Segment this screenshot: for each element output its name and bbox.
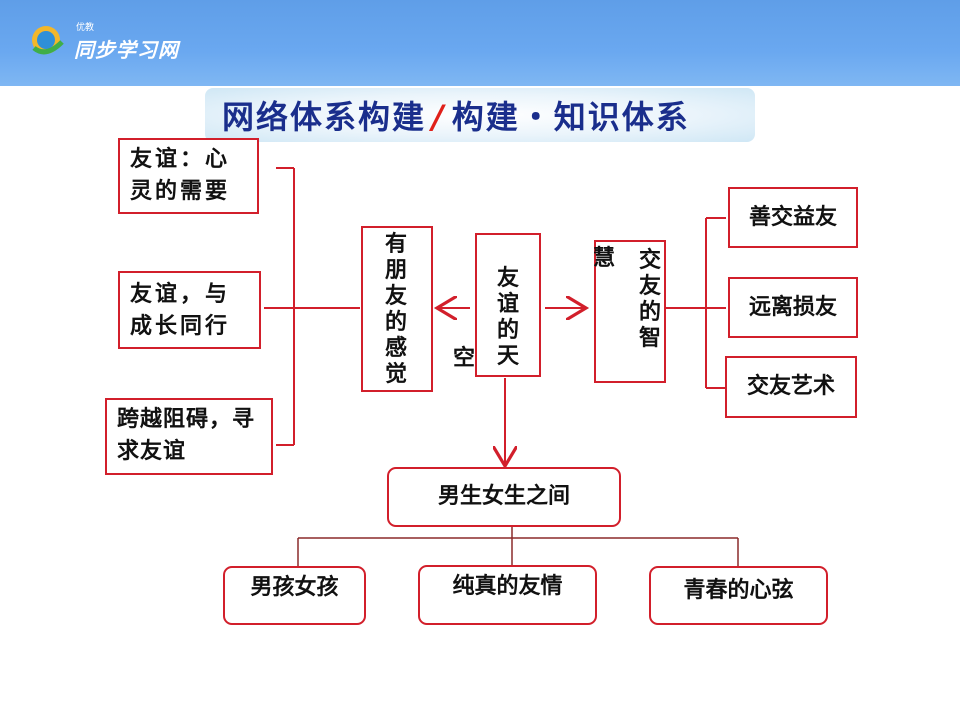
center-middle-extra: 空 (452, 346, 475, 371)
right-box-3: 交友艺术 (725, 356, 857, 418)
page-title: 网络体系构建/构建・知识体系 (222, 92, 690, 138)
right-box-2-label: 远离损友 (748, 295, 837, 320)
center-right-extra: 慧 (592, 246, 615, 271)
center-middle-text: 友谊的天 (496, 266, 519, 369)
right-box-3-label: 交友艺术 (746, 374, 835, 399)
right-box-2: 远离损友 (728, 277, 858, 338)
bottom-child-1-label: 男孩女孩 (250, 575, 339, 600)
center-middle-box (475, 233, 541, 377)
left-box-1: 友谊：心灵的需要 (118, 138, 259, 214)
title-band (205, 88, 755, 142)
bottom-main-label: 男生女生之间 (437, 484, 570, 509)
left-box-2-label: 友谊，与成长同行 (130, 282, 231, 339)
right-box-1: 善交益友 (728, 187, 858, 248)
left-box-1-label: 友谊：心灵的需要 (130, 147, 231, 204)
right-box-1-label: 善交益友 (748, 205, 837, 230)
left-box-3: 跨越阻碍，寻求友谊 (105, 398, 273, 475)
left-box-2: 友谊，与成长同行 (118, 271, 261, 349)
logo-icon (32, 26, 64, 55)
center-left-box (361, 226, 433, 392)
bottom-child-2-label: 纯真的友情 (452, 574, 563, 599)
bottom-child-3-label: 青春的心弦 (683, 578, 794, 603)
center-left-text: 有朋友的感觉 (384, 232, 407, 387)
bottom-main-box: 男生女生之间 (387, 467, 621, 527)
left-box-3-label: 跨越阻碍，寻求友谊 (117, 407, 256, 464)
header-banner: 优教 同步学习网 (0, 0, 960, 86)
bottom-child-1: 男孩女孩 (223, 566, 366, 625)
center-right-text: 交友的智 (638, 248, 661, 351)
bottom-child-3: 青春的心弦 (649, 566, 828, 625)
bottom-child-2: 纯真的友情 (418, 565, 597, 625)
logo-small-text: 优教 (76, 23, 95, 33)
title-left: 网络体系构建 (222, 98, 427, 136)
title-right: 构建・知识体系 (451, 98, 690, 136)
logo-main-text: 同步学习网 (74, 38, 179, 62)
title-separator: / (432, 98, 446, 136)
center-right-box (594, 240, 666, 383)
